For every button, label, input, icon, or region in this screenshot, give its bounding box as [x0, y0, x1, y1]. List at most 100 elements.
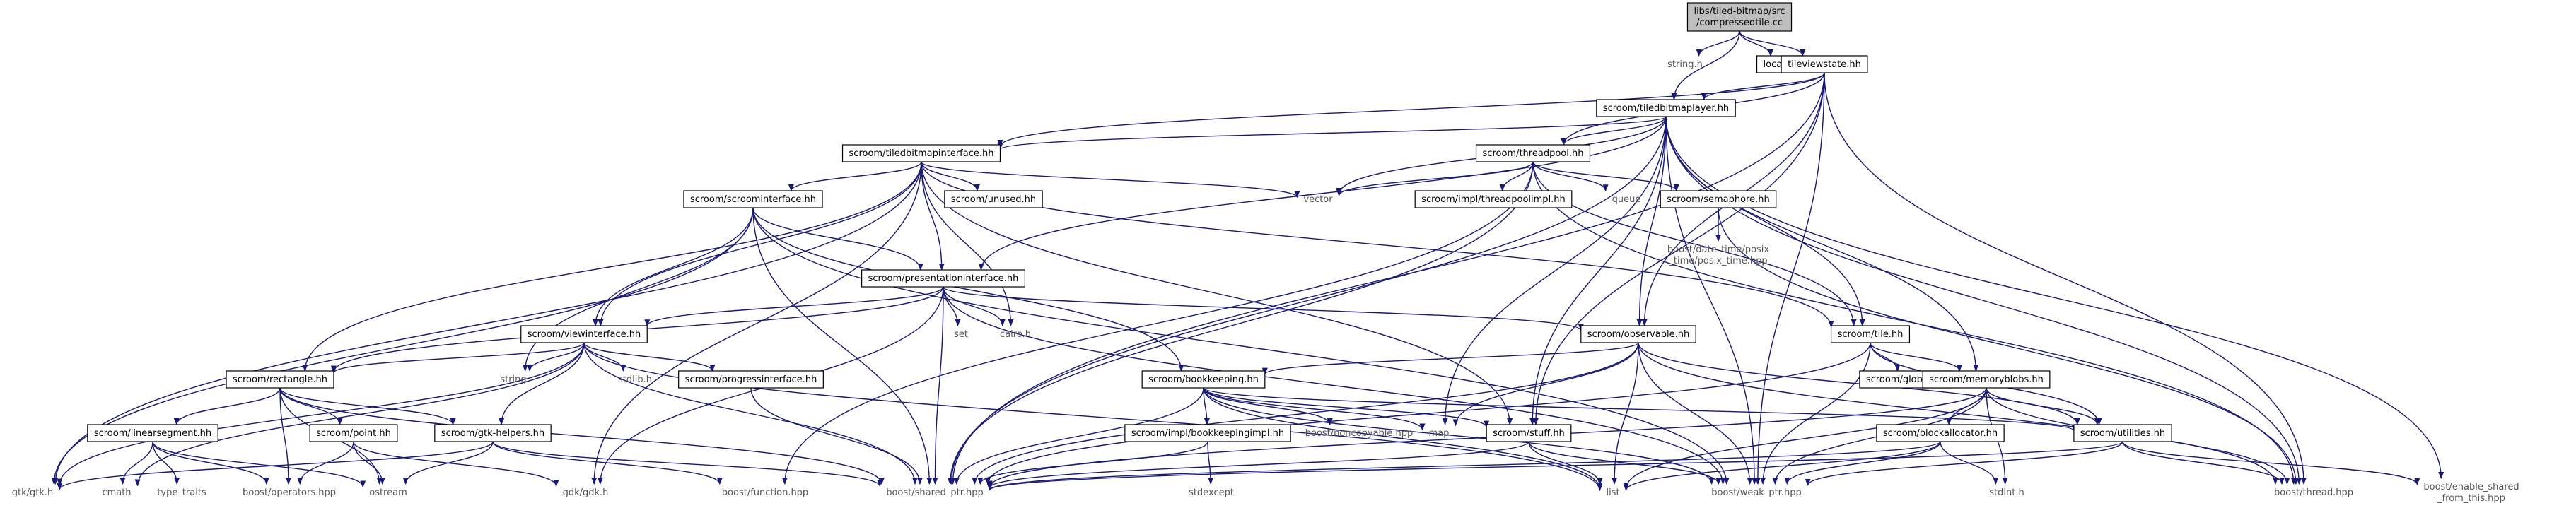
node-label: gdk/gdk.h — [563, 487, 609, 498]
node-function: boost/function.hpp — [722, 487, 808, 498]
node-memoryblobs[interactable]: scroom/memoryblobs.hh — [1922, 370, 2051, 389]
node-progressinterface[interactable]: scroom/progressinterface.hh — [678, 370, 824, 389]
node-unused[interactable]: scroom/unused.hh — [944, 190, 1043, 208]
edge-observable-to-thread — [1638, 342, 2278, 485]
edge-scroominterface-to-weakptr — [752, 207, 1730, 485]
node-label: vector — [1303, 194, 1333, 205]
edge-tilehh-to-memoryblobs — [1870, 342, 1963, 372]
node-viewinterface[interactable]: scroom/viewinterface.hh — [520, 325, 648, 343]
node-label: _from_this.hpp — [2437, 493, 2505, 504]
edge-rectangle-to-sharedptr — [279, 387, 885, 485]
edge-utilities-to-enableshared — [2122, 441, 2420, 485]
node-label: scroom/threadpool.hh — [1483, 148, 1584, 159]
node-label: scroom/observable.hh — [1587, 329, 1689, 340]
edge-rectangle-to-linearsegment — [173, 387, 281, 425]
node-blockallocator[interactable]: scroom/blockallocator.hh — [1876, 424, 2005, 442]
node-label: scroom/scroominterface.hh — [690, 194, 816, 205]
edge-utilities-to-weakptr — [1805, 441, 2123, 486]
node-observable[interactable]: scroom/observable.hh — [1580, 325, 1696, 343]
edge-tiledbitmaplayer-to-sharedptr — [948, 116, 1667, 485]
node-bookkeepingimpl[interactable]: scroom/impl/bookkeepingimpl.hh — [1124, 424, 1291, 442]
node-label: scroom/presentationinterface.hh — [868, 273, 1019, 284]
edge-observable-to-map — [1452, 342, 1639, 427]
edge-scroominterface-to-bookkeeping — [752, 207, 1184, 372]
node-box — [1922, 370, 2051, 389]
node-threadpool[interactable]: scroom/threadpool.hh — [1475, 144, 1591, 162]
node-operators: boost/operators.hpp — [243, 487, 336, 498]
node-cmath: cmath — [102, 487, 131, 498]
node-label: gtk/gtk.h — [12, 487, 54, 498]
node-label: scroom/utilities.hh — [2080, 428, 2165, 439]
node-scroominterface[interactable]: scroom/scroominterface.hh — [683, 190, 823, 208]
node-threadpoolimpl[interactable]: scroom/impl/threadpoolimpl.hh — [1414, 190, 1573, 208]
node-label: set — [954, 329, 968, 340]
node-tiledbitmapinterface[interactable]: scroom/tiledbitmapinterface.hh — [841, 144, 1001, 162]
node-label: scroom/bookkeeping.hh — [1148, 374, 1259, 385]
edge-bookkeeping-to-map — [1203, 387, 1426, 431]
edge-bookkeeping-to-noncopyable — [1203, 387, 1333, 425]
edge-linearsegment-to-cmath — [120, 441, 153, 485]
node-semaphore[interactable]: scroom/semaphore.hh — [1660, 190, 1777, 208]
node-rectangle[interactable]: scroom/rectangle.hh — [226, 370, 334, 389]
node-set: set — [954, 329, 968, 340]
edge-viewinterface-to-string — [527, 342, 585, 372]
node-noncopyable: boost/noncopyable.hpp — [1305, 428, 1414, 439]
edge-tiledbitmapinterface-to-stuff — [921, 161, 1513, 425]
node-label: queue — [1612, 194, 1641, 205]
node-linearsegment[interactable]: scroom/linearsegment.hh — [87, 424, 218, 442]
node-cairo: cairo.h — [1000, 329, 1031, 340]
node-label: scroom/rectangle.hh — [233, 374, 327, 385]
node-tilehh[interactable]: scroom/tile.hh — [1830, 325, 1911, 343]
edge-viewinterface-to-stdlib — [583, 342, 626, 372]
node-root[interactable]: libs/tiled-bitmap/src/compressedtile.cc — [1686, 2, 1793, 32]
node-box — [678, 370, 824, 389]
edge-scroominterface-to-viewinterface — [593, 207, 754, 326]
node-vector: vector — [1303, 194, 1333, 205]
node-label: stdlib.h — [618, 374, 652, 385]
node-typetraits: type_traits — [157, 487, 206, 498]
node-box — [1124, 424, 1291, 442]
node-label: boost/thread.hpp — [2274, 487, 2353, 498]
node-box — [1781, 55, 1868, 73]
node-utilities[interactable]: scroom/utilities.hh — [2073, 424, 2172, 442]
edge-rectangle-to-operators — [279, 387, 291, 485]
node-label: _time/posix_time.hpp — [1668, 256, 1767, 266]
node-label: scroom/unused.hh — [951, 194, 1036, 205]
edge-presentationinterface-to-sharedptr — [932, 286, 944, 485]
edge-tilehh-to-sharedptr — [985, 342, 1871, 485]
edge-point-to-ostream — [353, 441, 385, 485]
edge-presentationinterface-to-viewinterface — [644, 286, 944, 327]
node-box — [1660, 190, 1777, 208]
node-tileviewstate[interactable]: tileviewstate.hh — [1781, 55, 1868, 73]
node-tiledbitmaplayer[interactable]: scroom/tiledbitmaplayer.hh — [1596, 99, 1736, 117]
node-label: scroom/stuff.hh — [1493, 428, 1565, 439]
node-bookkeeping[interactable]: scroom/bookkeeping.hh — [1141, 370, 1266, 389]
node-presentationinterface[interactable]: scroom/presentationinterface.hh — [861, 269, 1026, 288]
node-label: cairo.h — [1000, 329, 1031, 340]
node-label: scroom/tiledbitmapinterface.hh — [849, 148, 994, 159]
node-label: /compressedtile.cc — [1696, 18, 1783, 28]
node-label: boost/operators.hpp — [243, 487, 336, 498]
node-point[interactable]: scroom/point.hh — [309, 424, 398, 442]
edge-tiledbitmapinterface-to-viewinterface — [598, 161, 922, 326]
node-label: scroom/gtk-helpers.hh — [441, 428, 544, 439]
edge-tileviewstate-to-stuff — [1532, 72, 1825, 425]
node-box — [1876, 424, 2005, 442]
node-label: scroom/memoryblobs.hh — [1929, 374, 2044, 385]
node-label: boost/enable_shared — [2423, 482, 2519, 492]
node-gtkhelpers[interactable]: scroom/gtk-helpers.hh — [434, 424, 552, 442]
edge-linearsegment-to-ostream — [152, 441, 366, 488]
node-box — [226, 370, 334, 389]
edge-tilehh-to-global — [1870, 342, 1901, 372]
node-box — [1686, 2, 1793, 32]
edge-tiledbitmaplayer-to-tiledbitmapinterface — [997, 116, 1667, 150]
node-box — [1475, 144, 1591, 162]
node-box — [309, 424, 398, 442]
node-stuff[interactable]: scroom/stuff.hh — [1486, 424, 1572, 442]
edge-blockallocator-to-weakptr — [1784, 441, 1941, 485]
edge-threadpool-to-queue — [1532, 161, 1609, 192]
edge-tileviewstate-to-tiledbitmaplayer — [1701, 72, 1825, 100]
node-box — [1596, 99, 1736, 117]
edge-bookkeeping-to-list — [1203, 387, 1603, 490]
